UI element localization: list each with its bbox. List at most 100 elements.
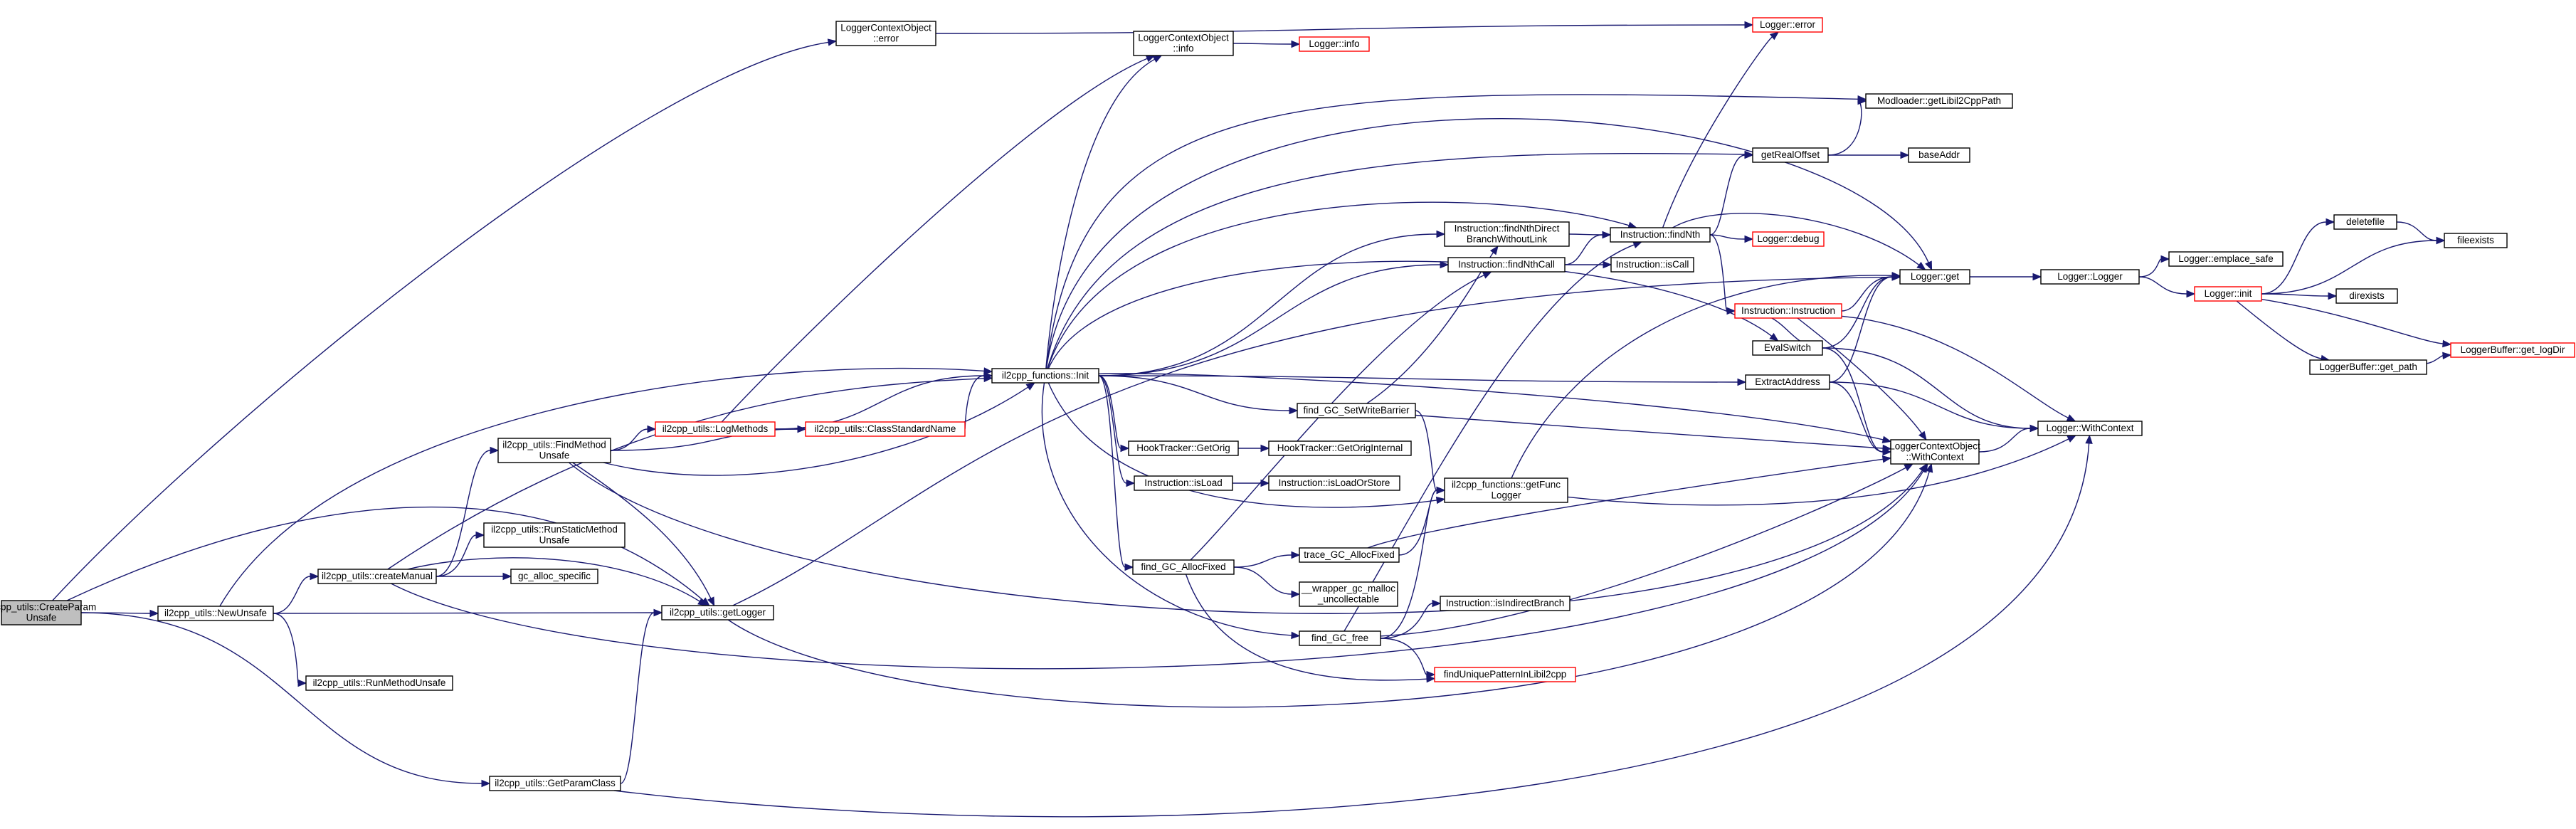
node-label: ::info <box>1173 43 1193 54</box>
edge-loggerLogger-to-loggerInit <box>2138 276 2196 298</box>
node-box <box>1752 231 1825 247</box>
node-label: trace_GC_AllocFixed <box>1304 549 1395 560</box>
arrowhead <box>2032 273 2042 281</box>
node-loggerGet[interactable]: Logger::get <box>1899 269 1970 285</box>
node-loggerWithContext[interactable]: Logger::WithContext <box>2037 421 2143 436</box>
node-box <box>2309 359 2427 375</box>
node-box <box>483 522 625 548</box>
node-label: Logger::Logger <box>2057 271 2123 282</box>
node-findNthCall[interactable]: Instruction::findNthCall <box>1447 257 1566 273</box>
edge-extractAddress-to-lcoWithContext <box>1829 381 1892 456</box>
node-wrapperGCMalloc[interactable]: __wrapper_gc_malloc_uncollectable <box>1299 581 1398 607</box>
node-label: Unsafe <box>539 535 570 546</box>
node-instructionCtor[interactable]: Instruction::Instruction <box>1734 303 1842 319</box>
node-findGCAllocFixed[interactable]: find_GC_AllocFixed <box>1132 559 1235 575</box>
node-hookGetOrigInternal[interactable]: HookTracker::GetOrigInternal <box>1268 440 1412 456</box>
node-box <box>1865 93 2013 109</box>
node-label: Instruction::findNthDirect <box>1455 223 1560 234</box>
arrowhead <box>1152 55 1163 63</box>
edge-functionsInit-to-findGCSetWriteBarrier <box>1098 375 1299 415</box>
node-box <box>2333 214 2397 230</box>
node-runMethodUnsafe[interactable]: il2cpp_utils::RunMethodUnsafe <box>305 675 453 691</box>
node-label: il2cpp_utils::ClassStandardName <box>815 423 956 434</box>
node-gcAllocSpecific[interactable]: gc_alloc_specific <box>510 569 598 584</box>
node-findGCFree[interactable]: find_GC_free <box>1299 630 1381 646</box>
node-deletefile[interactable]: deletefile <box>2333 214 2397 230</box>
node-label: LoggerContextObject <box>1138 33 1229 43</box>
arrowhead <box>1900 151 1910 159</box>
arrowhead <box>1881 435 1892 443</box>
node-isLoadOrStore[interactable]: Instruction::isLoadOrStore <box>1268 475 1400 491</box>
arrowhead <box>2066 435 2077 443</box>
node-lcoInfo[interactable]: LoggerContextObject::info <box>1133 31 1234 56</box>
node-isIndirectBranch[interactable]: Instruction::isIndirectBranch <box>1440 596 1571 611</box>
node-label: LoggerBuffer::get_path <box>2319 361 2417 372</box>
node-traceGCAllocFixed[interactable]: trace_GC_AllocFixed <box>1299 547 1400 563</box>
node-baseAddr[interactable]: baseAddr <box>1908 147 1970 163</box>
node-evalSwitch[interactable]: EvalSwitch <box>1752 340 1823 356</box>
node-loggerError[interactable]: Logger::error <box>1752 17 1823 33</box>
node-box <box>2040 269 2140 285</box>
node-lcoWithContext[interactable]: LoggerContextObject::WithContext <box>1889 439 1980 465</box>
arrowhead <box>2328 292 2338 300</box>
node-findGCSetWriteBarrier[interactable]: find_GC_SetWriteBarrier <box>1297 403 1416 418</box>
node-extractAddress[interactable]: ExtractAddress <box>1745 374 1830 390</box>
node-label: Unsafe <box>26 613 57 623</box>
arrowhead <box>1744 151 1754 159</box>
node-getLogger[interactable]: il2cpp_utils::getLogger <box>661 605 774 621</box>
node-fileexists[interactable]: fileexists <box>2444 233 2508 248</box>
node-loggerInit[interactable]: Logger::init <box>2194 286 2262 302</box>
arrowhead <box>1291 631 1301 640</box>
node-classStandardName[interactable]: il2cpp_utils::ClassStandardName <box>805 421 966 437</box>
node-box <box>1447 257 1566 273</box>
node-box <box>157 606 274 621</box>
node-label: deletefile <box>2346 216 2385 227</box>
arrowhead <box>1489 245 1499 255</box>
node-label: LoggerBuffer::get_logDir <box>2461 344 2565 355</box>
node-box <box>1299 547 1400 563</box>
node-findNthDirectBranch[interactable]: Instruction::findNthDirectBranchWithoutL… <box>1444 221 1570 247</box>
node-box <box>1610 227 1711 243</box>
node-isLoad[interactable]: Instruction::isLoad <box>1134 475 1233 491</box>
node-modloaderGetLibil2cppPath[interactable]: Modloader::getLibil2CppPath <box>1865 93 2013 109</box>
node-logMethods[interactable]: il2cpp_utils::LogMethods <box>655 421 776 437</box>
node-findNth[interactable]: Instruction::findNth <box>1610 227 1711 243</box>
edge-findGCSetWriteBarrier-to-getFuncLogger <box>1415 410 1446 495</box>
arrowhead <box>1482 271 1492 279</box>
arrowhead <box>1435 496 1446 505</box>
node-lcoError[interactable]: LoggerContextObject::error <box>835 21 936 46</box>
node-box <box>2335 288 2398 304</box>
node-newUnsafe[interactable]: il2cpp_utils::NewUnsafe <box>157 606 274 621</box>
node-createManual[interactable]: il2cpp_utils::createManual <box>317 569 437 584</box>
node-getParamClass[interactable]: il2cpp_utils::GetParamClass <box>489 776 621 791</box>
node-label: fileexists <box>2457 235 2494 245</box>
node-loggerInfo[interactable]: Logger::info <box>1299 36 1370 52</box>
node-loggerDebug[interactable]: Logger::debug <box>1752 231 1825 247</box>
node-emplaceSafe[interactable]: Logger::emplace_safe <box>2168 251 2284 267</box>
arrowhead <box>797 425 807 433</box>
node-box <box>1440 596 1571 611</box>
arrowhead <box>1891 273 1901 281</box>
node-getPath[interactable]: LoggerBuffer::get_path <box>2309 359 2427 375</box>
node-getRealOffset[interactable]: getRealOffset <box>1752 147 1829 163</box>
node-getLogDir[interactable]: LoggerBuffer::get_logDir <box>2450 342 2575 358</box>
node-isCall[interactable]: Instruction::isCall <box>1610 257 1694 273</box>
edge-loggerInit-to-direxists <box>2261 292 2338 300</box>
edge-getRealOffset-to-baseAddr <box>1828 151 1910 159</box>
edge-loggerInit-to-getLogDir <box>2261 298 2452 348</box>
node-box <box>1268 440 1412 456</box>
node-hookGetOrig[interactable]: HookTracker::GetOrig <box>1128 440 1239 456</box>
node-label: Instruction::isIndirectBranch <box>1446 598 1565 608</box>
edge-findGCAllocFixed-to-wrapperGCMalloc <box>1233 566 1301 598</box>
node-findUniquePattern[interactable]: findUniquePatternInLibil2cpp <box>1434 667 1576 682</box>
node-functionsInit[interactable]: il2cpp_functions::Init <box>991 368 1099 384</box>
node-loggerLogger[interactable]: Logger::Logger <box>2040 269 2140 285</box>
node-direxists[interactable]: direxists <box>2335 288 2398 304</box>
edge-getLogger-to-lcoWithContext <box>727 463 1933 708</box>
node-label: Instruction::findNthCall <box>1458 259 1555 270</box>
